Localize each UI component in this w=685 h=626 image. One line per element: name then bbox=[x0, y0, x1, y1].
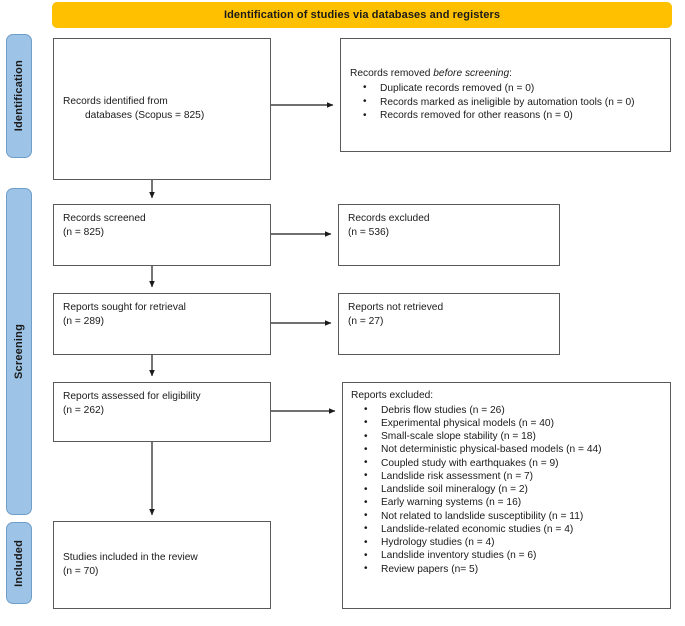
list-item: Duplicate records removed (n = 0) bbox=[350, 81, 661, 96]
box-line: (n = 536) bbox=[348, 226, 390, 238]
box-line: (n = 27) bbox=[348, 315, 384, 327]
header-title: Identification of studies via databases … bbox=[223, 8, 501, 21]
stage-label-identification: Identification bbox=[13, 60, 25, 132]
list-records-removed: Duplicate records removed (n = 0)Records… bbox=[350, 81, 661, 123]
heading-plain: Records removed bbox=[350, 68, 434, 80]
stage-label-screening: Screening bbox=[13, 324, 25, 379]
stage-bar-included: Included bbox=[6, 522, 32, 604]
heading-colon: : bbox=[509, 68, 512, 80]
box-line: Records identified from bbox=[63, 96, 168, 108]
list-item: Debris flow studies (n = 26) bbox=[351, 403, 662, 417]
heading-italic: before screening bbox=[433, 68, 510, 80]
list-item: Landslide risk assessment (n = 7) bbox=[351, 469, 662, 483]
list-item: Landslide-related economic studies (n = … bbox=[351, 522, 662, 536]
list-item: Experimental physical models (n = 40) bbox=[351, 416, 662, 430]
list-reports-excluded: Debris flow studies (n = 26)Experimental… bbox=[351, 403, 662, 576]
list-item: Hydrology studies (n = 4) bbox=[351, 536, 662, 549]
box-reports-excluded: Reports excluded: Debris flow studies (n… bbox=[342, 382, 671, 609]
box-line: Reports assessed for eligibility bbox=[63, 391, 201, 402]
box-records-excluded: Records excluded (n = 536) bbox=[338, 204, 560, 266]
list-item: Landslide soil mineralogy (n = 2) bbox=[351, 483, 662, 496]
box-reports-assessed-for-eligibility: Reports assessed for eligibility (n = 26… bbox=[53, 382, 271, 442]
box-line: databases (Scopus = 825) bbox=[85, 110, 205, 121]
list-item: Not deterministic physical-based models … bbox=[351, 443, 662, 456]
list-item: Landslide inventory studies (n = 6) bbox=[351, 549, 662, 562]
box-studies-included: Studies included in the review (n = 70) bbox=[53, 521, 271, 609]
box-line: Reports sought for retrieval bbox=[63, 302, 186, 313]
box-line: Records excluded bbox=[348, 213, 430, 224]
box-line: (n = 289) bbox=[63, 315, 105, 327]
box-line: Studies included in the review bbox=[63, 552, 198, 564]
stage-bar-screening: Screening bbox=[6, 188, 32, 515]
box-reports-not-retrieved: Reports not retrieved (n = 27) bbox=[338, 293, 560, 355]
box-line: Reports not retrieved bbox=[348, 302, 444, 313]
box-line: (n = 262) bbox=[63, 404, 105, 416]
box-heading: Reports excluded: bbox=[351, 390, 434, 401]
stage-bar-identification: Identification bbox=[6, 34, 32, 158]
list-item: Not related to landslide susceptibility … bbox=[351, 509, 662, 523]
list-item: Coupled study with earthquakes (n = 9) bbox=[351, 456, 662, 470]
box-line: Records screened bbox=[63, 213, 146, 224]
box-line: (n = 70) bbox=[63, 566, 99, 577]
box-reports-sought-for-retrieval: Reports sought for retrieval (n = 289) bbox=[53, 293, 271, 355]
stage-label-included: Included bbox=[13, 539, 25, 587]
list-item: Records marked as ineligible by automati… bbox=[350, 95, 661, 110]
list-item: Records removed for other reasons (n = 0… bbox=[350, 109, 661, 123]
list-item: Early warning systems (n = 16) bbox=[351, 496, 662, 509]
header-banner: Identification of studies via databases … bbox=[52, 2, 672, 28]
list-item: Review papers (n= 5) bbox=[351, 562, 662, 576]
box-records-identified: Records identified from databases (Scopu… bbox=[53, 38, 271, 180]
box-heading: Records removed before screening: bbox=[350, 67, 661, 81]
box-records-removed-before-screening: Records removed before screening: Duplic… bbox=[340, 38, 671, 152]
box-line: (n = 825) bbox=[63, 226, 105, 238]
box-records-screened: Records screened (n = 825) bbox=[53, 204, 271, 266]
list-item: Small-scale slope stability (n = 18) bbox=[351, 430, 662, 443]
